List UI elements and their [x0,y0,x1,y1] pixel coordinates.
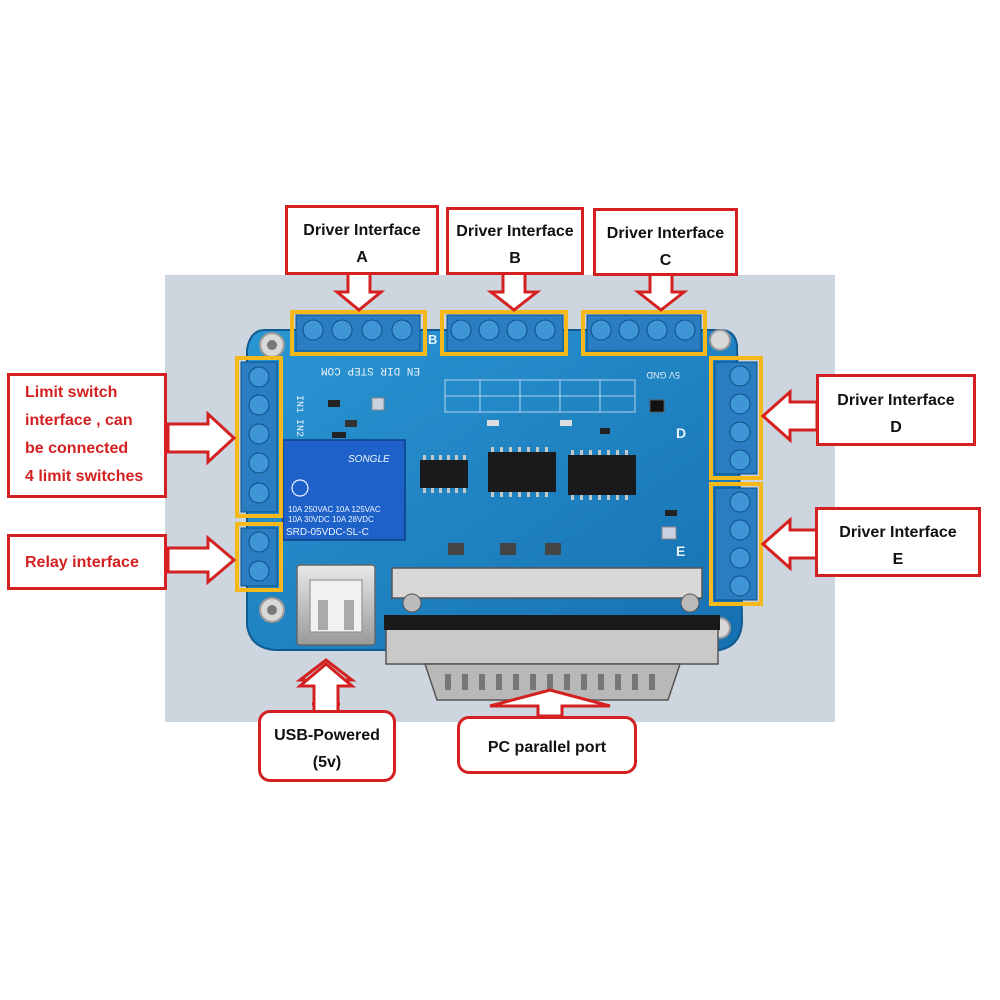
callout-driver-a: Driver Interface A [285,205,439,275]
callout-limit-line-2: interface , can [25,412,133,429]
callout-usb-sub: (5v) [312,754,342,771]
terminal-block-d [714,361,758,475]
arrow-down-b [486,270,542,312]
terminal-block-limit [240,361,278,513]
callout-driver-c: Driver Interface C [593,208,738,276]
ic-u20 [488,452,556,492]
silkscreen-letter-b: B [428,332,437,347]
highlight-c [581,310,707,356]
callout-driver-d-letter: D [890,419,902,436]
callout-driver-e-letter: E [892,551,904,568]
highlight-d [709,356,763,480]
smd-components [328,397,677,555]
silkscreen-driver-pins: EN DIR STEP COM [321,364,420,376]
callout-usb: USB-Powered (5v) [258,710,396,782]
arrow-right-relay [166,534,237,586]
callout-driver-a-letter: A [356,249,368,266]
callout-limit-line-1: Limit switch [25,384,118,401]
callout-driver-b-title: Driver Interface [456,223,574,240]
callout-arrows [166,270,819,718]
callout-usb-title: USB-Powered [274,727,380,744]
callout-limit-switch: Limit switch interface , can be connecte… [7,373,167,498]
relay-brand: SONGLE [348,454,390,465]
terminal-block-e [714,487,758,601]
terminal-block-c [586,314,702,352]
arrow-left-e [760,516,819,572]
arrow-down-a [332,270,386,312]
highlight-relay [235,522,283,592]
callout-driver-b: Driver Interface B [446,207,584,275]
silkscreen-letter-d: D [676,425,686,441]
callout-limit-line-4: 4 limit switches [25,468,144,485]
callout-parallel-label: PC parallel port [487,739,607,756]
relay-rating-2: 10A 30VDC 10A 28VDC [288,515,374,524]
silkscreen-inputs: IN1 IN2 [293,395,304,437]
callout-driver-c-title: Driver Interface [606,225,725,242]
callout-driver-d: Driver Interface D [816,374,976,446]
mounting-hole [709,329,731,351]
callout-driver-d-title: Driver Interface [837,392,955,409]
highlight-b [440,310,568,356]
ic-u21 [420,460,468,488]
callout-parallel: PC parallel port [457,716,637,774]
arrow-right-limit [166,410,237,466]
callout-driver-b-letter: B [509,250,521,267]
db25-parallel-port [384,567,720,701]
callout-driver-a-title: Driver Interface [303,222,421,239]
terminal-block-b [446,314,564,352]
ic-u23 [568,455,636,495]
callout-driver-c-letter: C [659,252,672,269]
callout-relay: Relay interface [7,534,167,590]
arrow-left-d [760,388,819,444]
highlight-a [290,310,427,356]
silkscreen-letter-e: E [676,543,685,559]
relay-cert-icon [291,479,309,497]
callout-limit-line-3: be connected [25,440,129,457]
relay-rating-1: 10A 250VAC 10A 125VAC [288,505,381,514]
silkscreen-gnd: 5V GND [646,370,680,380]
highlight-limit [235,356,283,518]
arrow-up-parallel [489,688,611,718]
usb-connector [296,564,376,646]
relay-model: SRD-05VDC-SL-C [286,527,369,538]
silkscreen-pin-table [444,379,636,413]
callout-relay-label: Relay interface [25,554,139,571]
callout-driver-e: Driver Interface E [815,507,981,577]
terminal-block-a [295,314,421,352]
callout-driver-e-title: Driver Interface [839,524,957,541]
terminal-block-relay [240,527,278,587]
relay-module: SONGLE 10A 250VAC 10A 125VAC 10A 30VDC 1… [282,439,406,541]
ic-chips [420,447,636,500]
arrow-up-usb [295,662,357,714]
